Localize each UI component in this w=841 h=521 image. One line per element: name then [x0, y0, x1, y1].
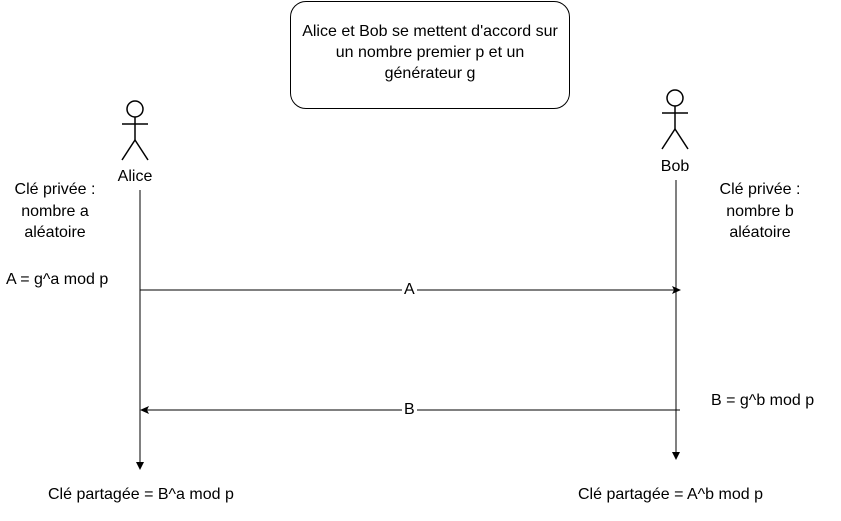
alice-public-value: A = g^a mod p	[6, 271, 109, 288]
alice-shared-key: Clé partagée = B^a mod p	[48, 486, 234, 503]
bob-lifeline	[672, 180, 680, 460]
agreement-note-box	[290, 1, 570, 109]
alice-private-key-line2: nombre a	[21, 203, 89, 220]
message-label-a: A	[402, 278, 417, 302]
bob-name-label: Bob	[660, 158, 690, 175]
bob-private-key-line1: Clé privée :	[719, 181, 801, 198]
bob-shared-key: Clé partagée = A^b mod p	[578, 486, 763, 503]
bob-actor-icon	[661, 89, 689, 150]
alice-lifeline	[136, 190, 144, 470]
bob-private-key-line3: aléatoire	[729, 224, 791, 241]
bob-public-value: B = g^b mod p	[711, 392, 815, 409]
alice-private-key-line3: aléatoire	[24, 224, 86, 241]
message-label-b: B	[402, 398, 417, 422]
alice-actor-icon	[121, 100, 149, 161]
agreement-note-text: Alice et Bob se mettent d'accord sur un …	[302, 23, 558, 82]
alice-name-label: Alice	[117, 168, 153, 185]
alice-private-key-line1: Clé privée :	[14, 181, 96, 198]
bob-private-key-line2: nombre b	[726, 203, 794, 220]
